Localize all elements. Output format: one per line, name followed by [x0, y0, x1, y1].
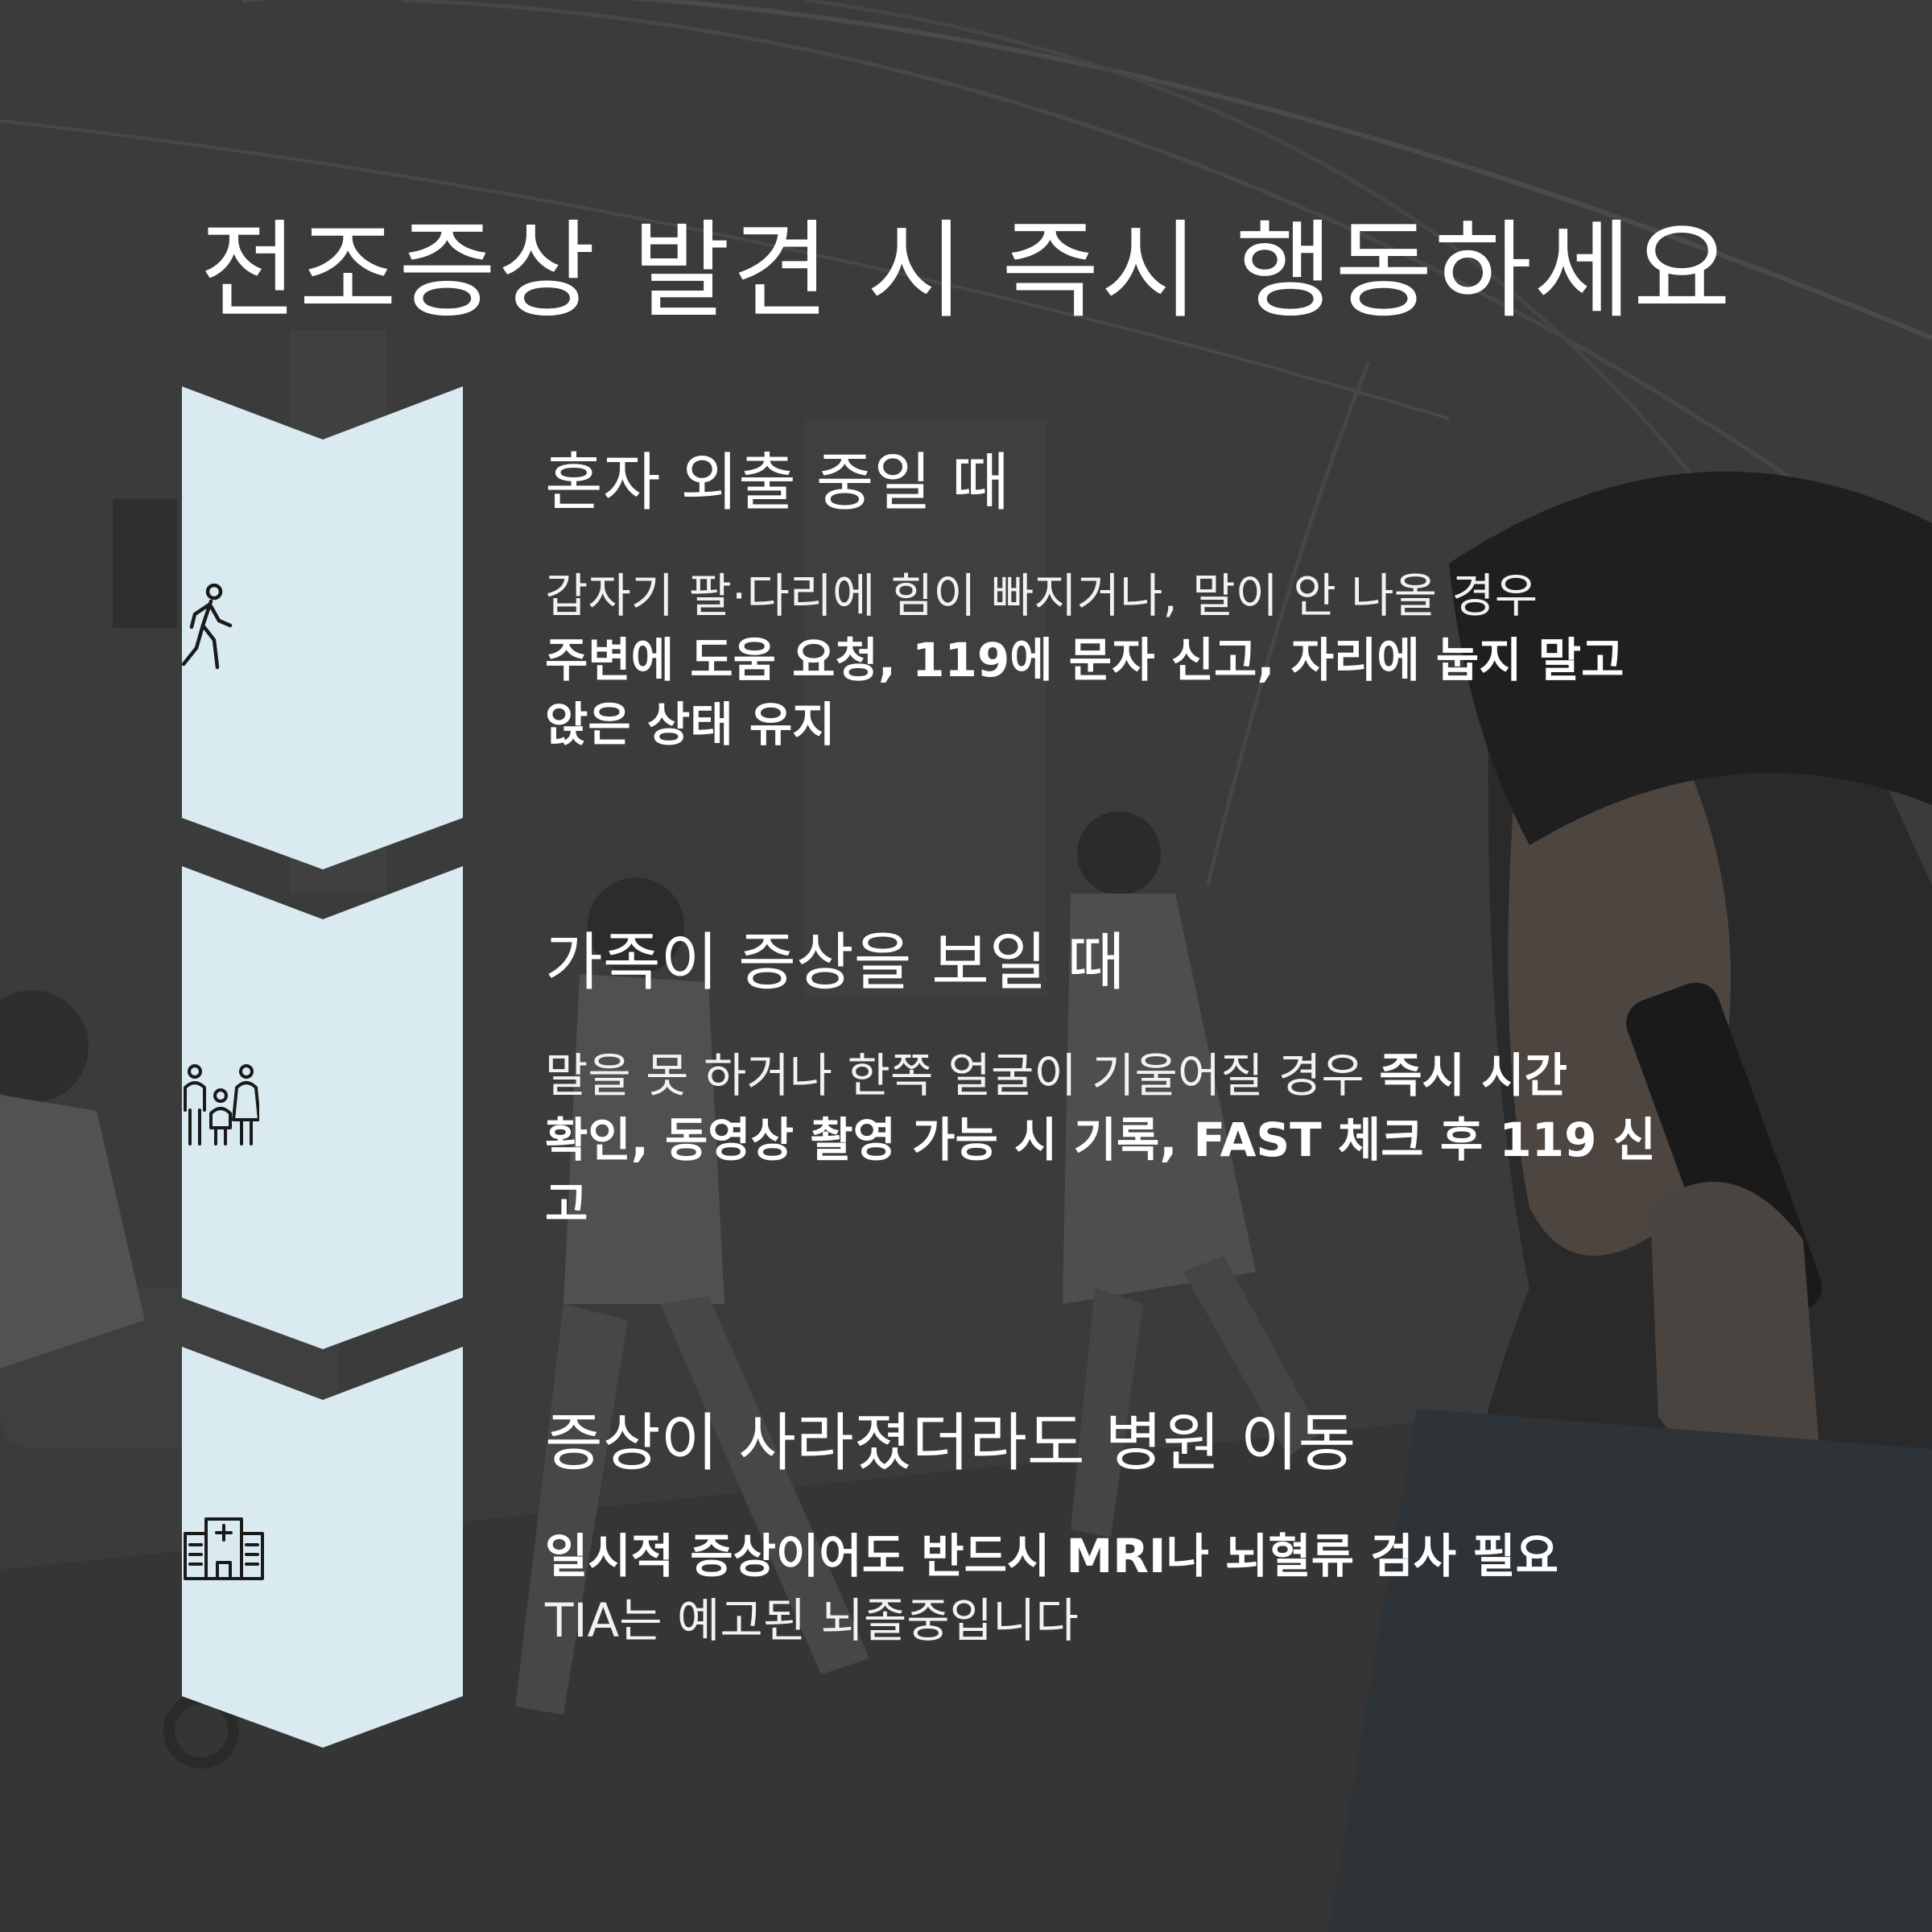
page-title: 전조증상 발견 시 즉시 행동하세요: [200, 209, 1732, 333]
step-1: 혼자 외출 중일 때 갑자기 팔·다리에 힘이 빠지거나, 말이 안 나올 경우…: [545, 443, 1801, 757]
step-3-chevron: [182, 1347, 463, 1830]
step-1-title: 혼자 외출 중일 때: [545, 447, 1009, 519]
step-3-title: 증상이 사라졌더라도 병원 이동: [545, 1407, 1356, 1480]
step-2-body-bold-inline: 즉시 시간: [1379, 1048, 1567, 1103]
step-2-body-line-1: 말을 못 하거나 한쪽 얼굴이 기울어질 경우 즉시 시간: [545, 1043, 1801, 1108]
step-2-title: 가족이 증상을 보일 때: [545, 927, 1125, 999]
step-3: 증상이 사라졌더라도 병원 이동 일시적 증상이어도 반드시 MRI나 뇌혈류 …: [545, 1403, 1801, 1653]
step-1-body-bold-1: 주변에 도움 요청, 119에 문자 신고, 자리에 눕지 말고: [545, 633, 1624, 687]
chevron-shape: [182, 1347, 463, 1748]
chevron-shape: [182, 866, 463, 1349]
step-1-chevron: [182, 386, 463, 869]
step-2-body-normal: 말을 못 하거나 한쪽 얼굴이 기울어질 경우: [545, 1048, 1380, 1103]
step-2-body-bold-3: 고: [545, 1177, 588, 1232]
step-1-body: 갑자기 팔·다리에 힘이 빠지거나, 말이 안 나올 경우 주변에 도움 요청,…: [545, 564, 1801, 757]
step-2-body-bold-2: 확인, 동영상 촬영 가능 시 기록, FAST 체크 후 119 신: [545, 1113, 1657, 1167]
step-1-body-bold-2: 앉은 상태 유지: [545, 697, 836, 752]
step-3-body: 일시적 증상이어도 반드시 MRI나 뇌혈류 검사 필요 TIA는 예고된 뇌졸…: [545, 1524, 1801, 1653]
step-2-chevron: [182, 866, 463, 1349]
step-3-body-bold-1: 일시적 증상이어도 반드시 MRI나 뇌혈류 검사 필요: [545, 1529, 1558, 1583]
chevron-shape: [182, 386, 463, 869]
step-2: 가족이 증상을 보일 때 말을 못 하거나 한쪽 얼굴이 기울어질 경우 즉시 …: [545, 923, 1801, 1236]
step-2-body: 말을 못 하거나 한쪽 얼굴이 기울어질 경우 즉시 시간 확인, 동영상 촬영…: [545, 1043, 1801, 1236]
step-1-body-normal: 갑자기 팔·다리에 힘이 빠지거나, 말이 안 나올 경우: [545, 568, 1538, 623]
step-3-body-normal: TIA는 예고된 뇌졸중입니다: [545, 1593, 1079, 1648]
